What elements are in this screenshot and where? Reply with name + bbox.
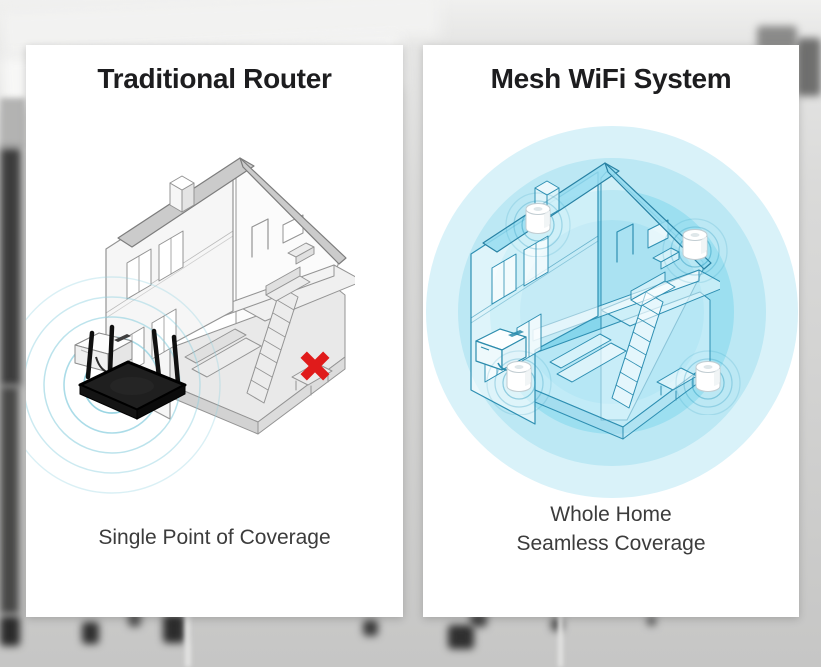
right-panel-caption-line1: Whole Home — [550, 503, 672, 526]
mesh-wifi-panel: Mesh WiFi System Whole Home Seamless Cov… — [423, 45, 799, 617]
background-blur-shape — [0, 616, 20, 646]
right-panel-caption-line2: Seamless Coverage — [516, 532, 706, 555]
right-panel-caption: Whole Home Seamless Coverage — [423, 500, 799, 558]
background-blur-shape — [363, 620, 378, 636]
background-floor-line — [558, 600, 563, 667]
left-panel-overlay — [26, 276, 330, 494]
background-pillar — [0, 98, 25, 148]
right-panel-overlay — [475, 192, 741, 415]
background-blur-shape — [163, 615, 185, 643]
right-panel-title: Mesh WiFi System — [490, 63, 732, 94]
background-blur-shape — [0, 386, 19, 614]
router-icon — [78, 324, 187, 420]
background-blur-shape — [0, 148, 21, 386]
no-coverage-x-icon — [300, 351, 330, 381]
background-blur-shape — [797, 38, 821, 96]
background-blur-shape — [647, 616, 656, 626]
background-blur-shape — [448, 625, 474, 649]
mesh-node-icon — [505, 192, 571, 257]
mesh-node-icon — [675, 350, 741, 415]
left-panel-title: Traditional Router — [97, 63, 332, 94]
mesh-node-icon — [662, 218, 728, 283]
left-panel-caption: Single Point of Coverage — [98, 526, 331, 549]
traditional-router-panel: Traditional Router — [26, 45, 403, 617]
background-floor-line — [185, 600, 191, 667]
background-blur-shape — [82, 622, 99, 644]
